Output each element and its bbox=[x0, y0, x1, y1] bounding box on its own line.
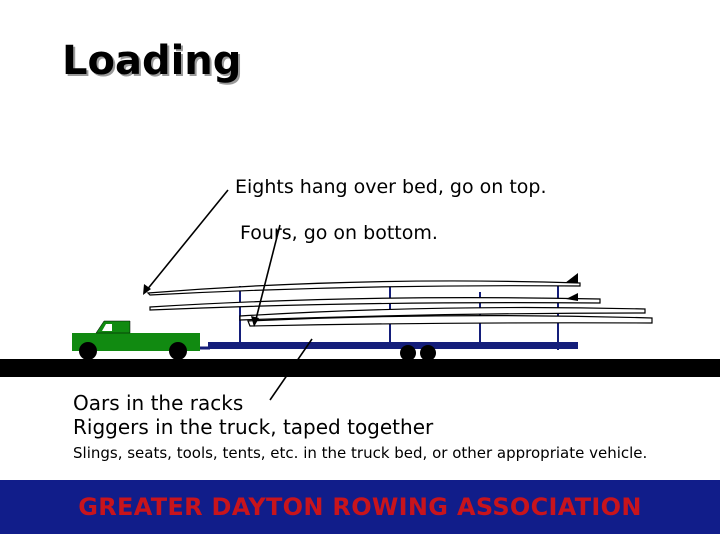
four-boat bbox=[239, 306, 646, 321]
trailer-bed bbox=[208, 342, 578, 349]
boat-fins bbox=[565, 273, 578, 301]
four-boat bbox=[247, 315, 653, 327]
slings-annotation: Slings, seats, tools, tents, etc. in the… bbox=[73, 444, 648, 462]
oars-riggers-annotation: Oars in the racks Riggers in the truck, … bbox=[73, 391, 433, 439]
trailer-wheel bbox=[420, 345, 436, 361]
road bbox=[0, 359, 720, 377]
truck-wheel bbox=[169, 342, 187, 360]
truck bbox=[72, 320, 200, 360]
arrow-heads bbox=[143, 284, 259, 327]
fours-annotation: Fours, go on bottom. bbox=[240, 222, 438, 244]
footer-banner: GREATER DAYTON ROWING ASSOCIATION bbox=[0, 480, 720, 534]
pointer-arrows bbox=[145, 189, 313, 401]
eight-boat bbox=[146, 280, 581, 296]
eights-annotation: Eights hang over bed, go on top. bbox=[235, 176, 547, 198]
slide-title: Loading bbox=[62, 38, 242, 84]
trailer-wheel bbox=[400, 345, 416, 361]
riggers-line: Riggers in the truck, taped together bbox=[73, 415, 434, 439]
boat-stack bbox=[146, 280, 653, 327]
truck-wheel bbox=[79, 342, 97, 360]
eight-boat bbox=[149, 297, 601, 311]
oars-line: Oars in the racks bbox=[73, 391, 244, 415]
footer-organization-name: GREATER DAYTON ROWING ASSOCIATION bbox=[78, 493, 642, 521]
